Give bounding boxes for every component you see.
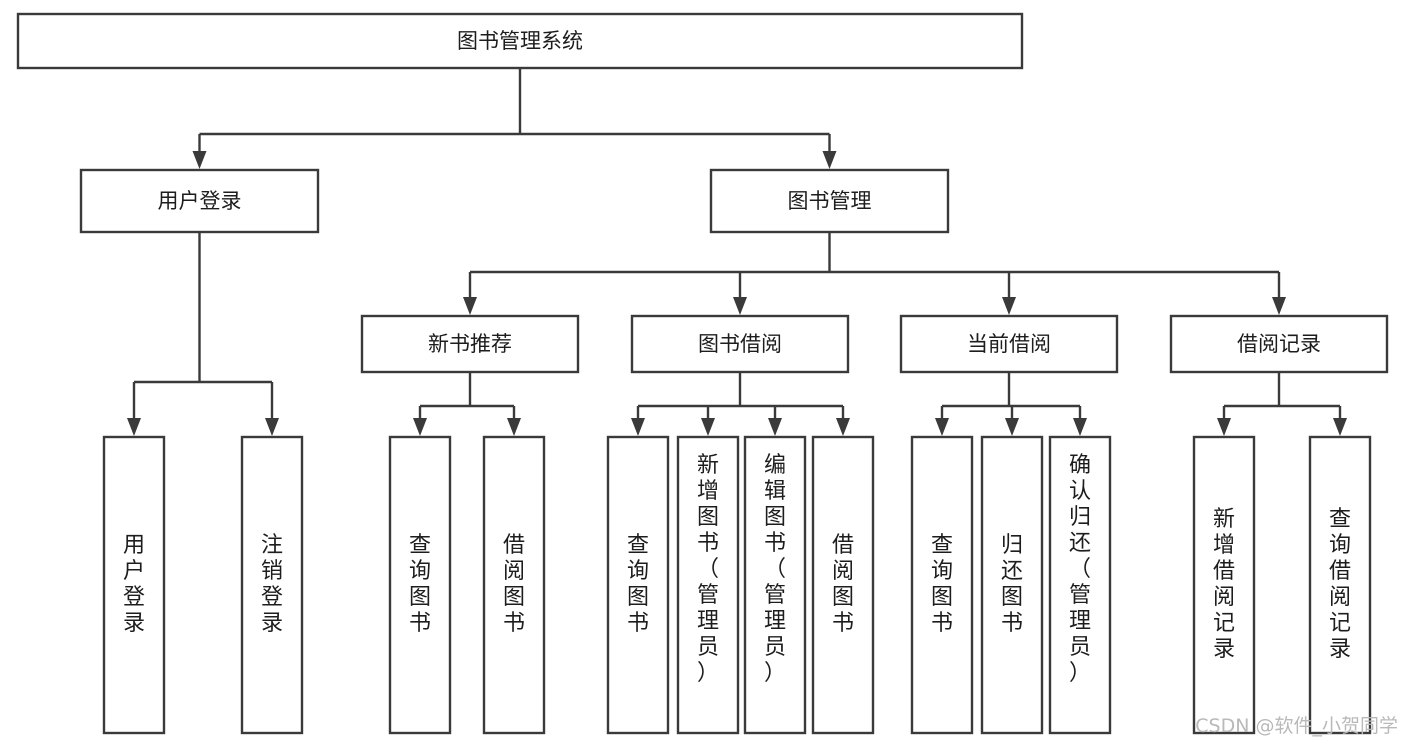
- node-label: 编辑图书（管理员）: [764, 453, 786, 686]
- node-box[interactable]: [240, 435, 304, 735]
- arrow-head-icon: [192, 151, 207, 169]
- node-leaf[interactable]: 查询图书: [910, 435, 974, 735]
- node-box[interactable]: [482, 435, 546, 735]
- node-leaf[interactable]: 借阅图书: [811, 435, 875, 735]
- node-label: 查询图书: [931, 533, 953, 636]
- node-box[interactable]: [899, 314, 1119, 374]
- arrow-head-icon: [1272, 297, 1286, 315]
- node-level2[interactable]: 图书借阅: [630, 314, 850, 374]
- arrow-head-icon: [463, 297, 477, 315]
- node-box[interactable]: [388, 435, 452, 735]
- node-level2[interactable]: 新书推荐: [360, 314, 580, 374]
- arrow-head-icon: [265, 418, 279, 436]
- node-label: 借阅记录: [1237, 332, 1321, 356]
- node-box[interactable]: [1048, 435, 1112, 735]
- node-box[interactable]: [1308, 435, 1372, 735]
- arrow-head-icon: [935, 418, 949, 436]
- arrow-head-icon: [1002, 297, 1016, 315]
- node-leaf[interactable]: 查询图书: [388, 435, 452, 735]
- node-label: 用户登录: [158, 189, 242, 213]
- node-leaf[interactable]: 借阅图书: [482, 435, 546, 735]
- node-leaf[interactable]: 归还图书: [980, 435, 1044, 735]
- node-level2[interactable]: 借阅记录: [1169, 314, 1389, 374]
- node-leaf[interactable]: 注销登录: [240, 435, 304, 735]
- node-level1[interactable]: 图书管理: [709, 168, 950, 234]
- node-label: 图书借阅: [698, 332, 782, 356]
- node-leaf[interactable]: 新增图书（管理员）: [676, 435, 740, 735]
- node-label: 查询借阅记录: [1329, 507, 1351, 662]
- node-label: 用户登录: [123, 533, 145, 636]
- node-leaf[interactable]: 用户登录: [102, 435, 166, 735]
- node-label: 借阅图书: [503, 533, 525, 636]
- node-box[interactable]: [102, 435, 166, 735]
- arrow-head-icon: [127, 418, 141, 436]
- node-label: 当前借阅: [967, 332, 1051, 356]
- node-leaf[interactable]: 查询借阅记录: [1308, 435, 1372, 735]
- node-leaf[interactable]: 编辑图书（管理员）: [743, 435, 807, 735]
- node-box[interactable]: [910, 435, 974, 735]
- connector-layer: [127, 68, 1347, 436]
- arrow-head-icon: [1073, 418, 1087, 436]
- node-level1[interactable]: 用户登录: [79, 168, 320, 234]
- arrow-head-icon: [1005, 418, 1019, 436]
- node-label: 查询图书: [409, 533, 431, 636]
- node-label: 归还图书: [1001, 533, 1023, 636]
- node-box[interactable]: [16, 12, 1024, 70]
- node-box[interactable]: [811, 435, 875, 735]
- arrow-head-icon: [822, 151, 837, 169]
- node-root[interactable]: 图书管理系统: [16, 12, 1024, 70]
- csdn-watermark: CSDN @软件_小贺同学: [1195, 715, 1398, 737]
- arrow-head-icon: [631, 418, 645, 436]
- node-label: 新书推荐: [428, 332, 512, 356]
- node-box[interactable]: [79, 168, 320, 234]
- arrow-head-icon: [701, 418, 715, 436]
- arrow-head-icon: [836, 418, 850, 436]
- node-label: 图书管理系统: [457, 29, 583, 53]
- node-label: 图书管理: [788, 189, 872, 213]
- node-label: 新增图书（管理员）: [697, 453, 719, 686]
- node-leaf[interactable]: 确认归还（管理员）: [1048, 435, 1112, 735]
- node-layer: 图书管理系统用户登录图书管理新书推荐图书借阅当前借阅借阅记录用户登录注销登录查询…: [16, 12, 1389, 735]
- node-leaf[interactable]: 新增借阅记录: [1192, 435, 1256, 735]
- node-level2[interactable]: 当前借阅: [899, 314, 1119, 374]
- node-label: 确认归还（管理员）: [1069, 453, 1091, 686]
- node-box[interactable]: [709, 168, 950, 234]
- arrow-head-icon: [733, 297, 747, 315]
- node-label: 借阅图书: [832, 533, 854, 636]
- node-box[interactable]: [630, 314, 850, 374]
- arrow-head-icon: [1217, 418, 1231, 436]
- arrow-head-icon: [768, 418, 782, 436]
- node-label: 查询图书: [627, 533, 649, 636]
- arrow-head-icon: [413, 418, 427, 436]
- node-box[interactable]: [980, 435, 1044, 735]
- node-box[interactable]: [606, 435, 670, 735]
- node-label: 新增借阅记录: [1213, 507, 1235, 662]
- node-box[interactable]: [360, 314, 580, 374]
- node-label: 注销登录: [261, 533, 283, 636]
- node-box[interactable]: [676, 435, 740, 735]
- node-box[interactable]: [1169, 314, 1389, 374]
- arrow-head-icon: [507, 418, 521, 436]
- node-leaf[interactable]: 查询图书: [606, 435, 670, 735]
- node-box[interactable]: [1192, 435, 1256, 735]
- node-box[interactable]: [743, 435, 807, 735]
- arrow-head-icon: [1333, 418, 1347, 436]
